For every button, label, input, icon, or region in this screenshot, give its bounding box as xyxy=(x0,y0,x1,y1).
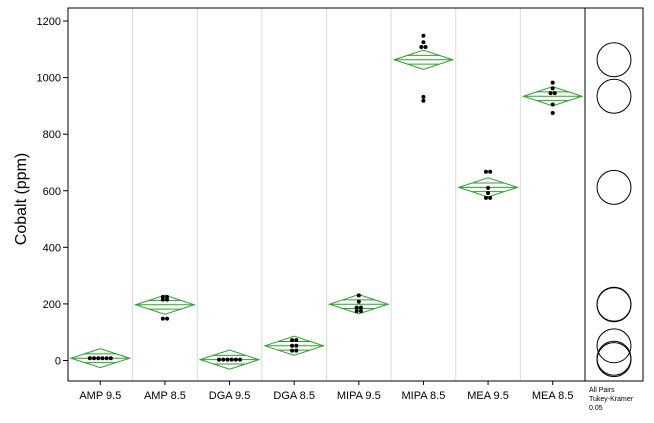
data-point xyxy=(221,357,226,362)
data-point xyxy=(488,169,493,174)
comparison-label-line: Tukey-Kramer xyxy=(589,396,634,403)
data-point xyxy=(483,169,488,174)
data-point xyxy=(165,297,170,302)
data-point xyxy=(358,305,363,310)
comparison-label-line: 0.05 xyxy=(589,405,603,412)
y-tick-label: 800 xyxy=(43,129,61,141)
data-point xyxy=(217,357,222,362)
circle-panel-frame xyxy=(584,7,644,382)
category-label: DGA 9.5 xyxy=(209,390,251,402)
data-point xyxy=(160,297,165,302)
y-tick-label: 1000 xyxy=(37,73,61,85)
comparison-label-line: All Pairs xyxy=(589,387,615,394)
comparison-circle xyxy=(596,169,632,205)
category-label: MEA 9.5 xyxy=(467,390,509,402)
data-point xyxy=(225,357,230,362)
data-point xyxy=(423,45,428,50)
data-point xyxy=(160,294,165,299)
data-point xyxy=(486,185,491,190)
data-point xyxy=(550,80,555,85)
data-point xyxy=(419,45,424,50)
data-point xyxy=(294,343,299,348)
category-label: DGA 8.5 xyxy=(273,390,315,402)
data-point xyxy=(548,91,553,96)
y-tick-label: 0 xyxy=(55,356,61,368)
data-point xyxy=(550,110,555,115)
y-tick-label: 1200 xyxy=(37,16,61,28)
data-point xyxy=(233,357,238,362)
data-point xyxy=(421,33,426,38)
data-point xyxy=(96,356,101,361)
data-point xyxy=(100,356,105,361)
data-point xyxy=(104,356,109,361)
data-point xyxy=(483,195,488,200)
data-point xyxy=(294,338,299,343)
data-point xyxy=(165,316,170,321)
data-point xyxy=(229,357,234,362)
comparison-circle xyxy=(596,342,632,378)
data-point xyxy=(290,338,295,343)
comparison-circles xyxy=(596,42,632,378)
data-point xyxy=(550,102,555,107)
data-point xyxy=(354,305,359,310)
y-tick-label: 600 xyxy=(43,186,61,198)
data-point xyxy=(238,357,243,362)
data-point xyxy=(92,356,97,361)
y-tick-label: 200 xyxy=(43,299,61,311)
data-point xyxy=(160,316,165,321)
data-point xyxy=(421,98,426,103)
grid-layer xyxy=(132,8,521,381)
y-tick-label: 400 xyxy=(43,242,61,254)
category-label: MEA 8.5 xyxy=(532,390,574,402)
y-axis-label: Cobalt (ppm) xyxy=(13,153,30,245)
data-point xyxy=(356,299,361,304)
data-point xyxy=(356,293,361,298)
data-point xyxy=(488,195,493,200)
comparison-circle xyxy=(596,328,632,364)
data-point xyxy=(421,94,426,99)
category-label: MIPA 8.5 xyxy=(402,390,446,402)
data-point xyxy=(550,86,555,91)
category-label: MIPA 9.5 xyxy=(337,390,381,402)
comparison-circle xyxy=(596,42,632,78)
category-label: AMP 8.5 xyxy=(144,390,186,402)
category-label: AMP 9.5 xyxy=(79,390,121,402)
comparison-circle xyxy=(596,287,632,323)
data-point xyxy=(108,356,113,361)
data-point xyxy=(552,91,557,96)
data-point xyxy=(165,294,170,299)
data-point xyxy=(421,40,426,45)
mean-diamonds xyxy=(69,49,584,370)
data-point xyxy=(354,308,359,313)
comparison-circle xyxy=(596,78,632,114)
data-points xyxy=(87,33,557,362)
data-point xyxy=(358,308,363,313)
data-point xyxy=(290,348,295,353)
data-point xyxy=(290,343,295,348)
data-point xyxy=(294,348,299,353)
data-point xyxy=(87,356,92,361)
data-point xyxy=(486,191,491,196)
